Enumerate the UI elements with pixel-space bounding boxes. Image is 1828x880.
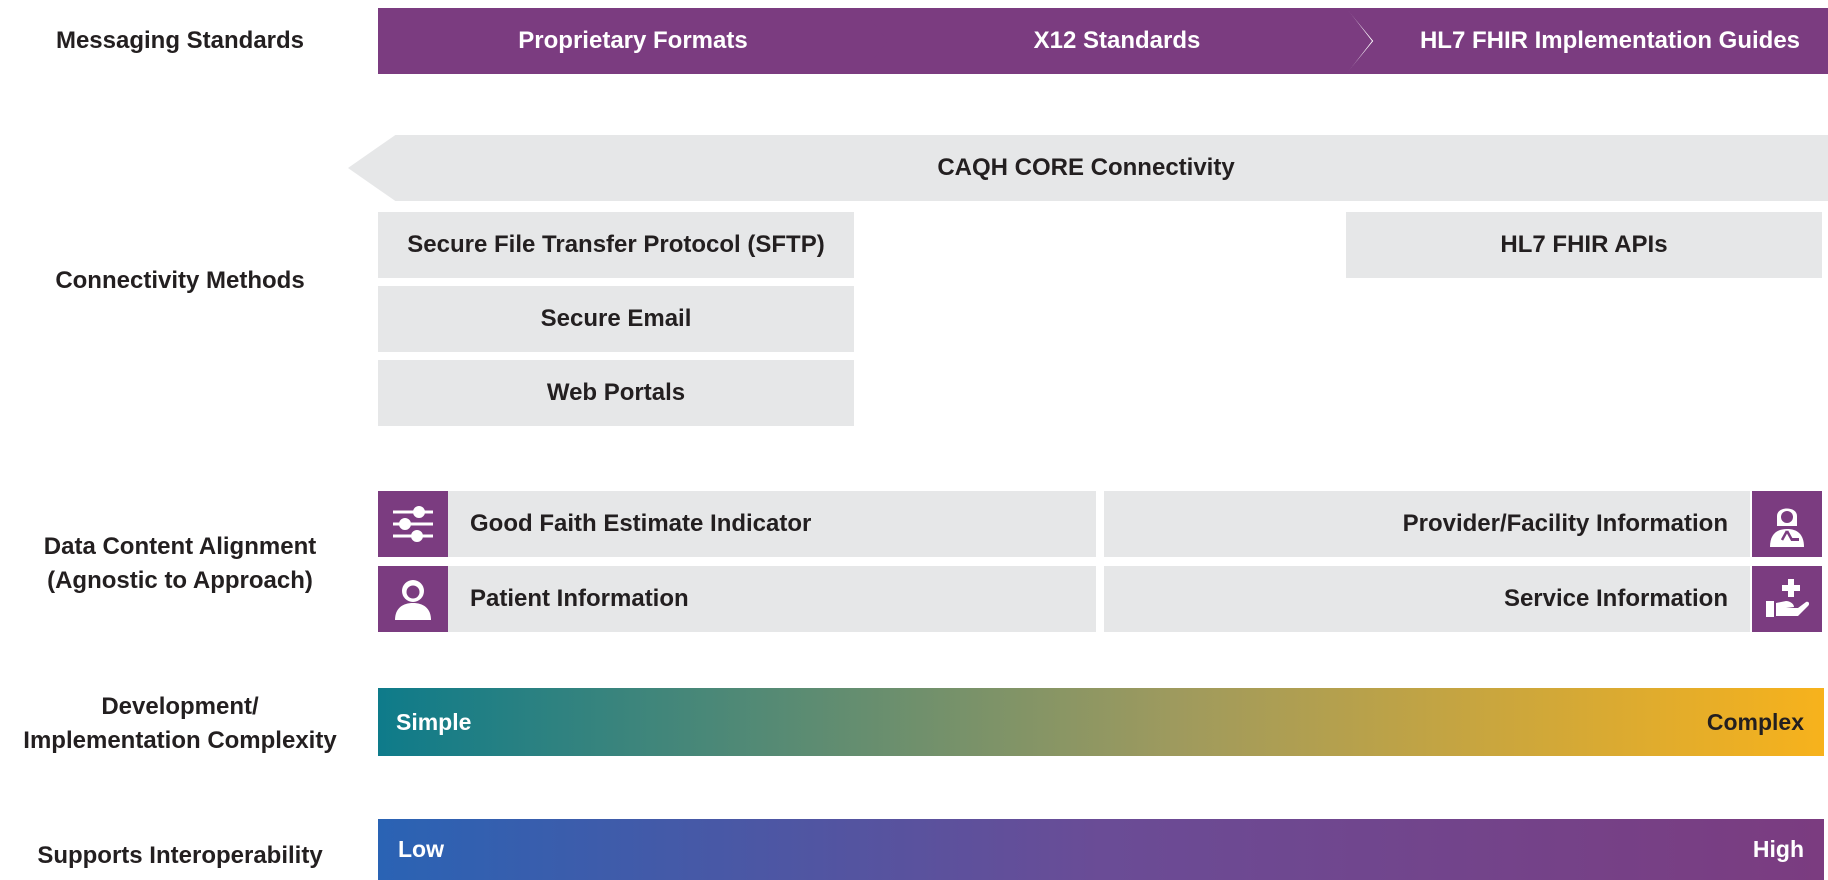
row-label-complexity: Development/ Implementation Complexity <box>0 690 360 758</box>
complexity-simple-label: Simple <box>396 708 472 735</box>
row-label-messaging-standards: Messaging Standards <box>55 27 305 54</box>
chevron-proprietary-formats: Proprietary Formats <box>378 8 906 74</box>
chevron-hl7-fhir-implementation-guides-label: HL7 FHIR Implementation Guides <box>1419 27 1801 54</box>
data-good-faith-estimate-indicator: Good Faith Estimate Indicator <box>448 491 1096 557</box>
interoperability-low-label: Low <box>398 836 444 862</box>
hand-plus-icon <box>1752 566 1822 632</box>
doctor-icon <box>1752 491 1822 557</box>
method-sftp: Secure File Transfer Protocol (SFTP) <box>378 212 854 278</box>
patient-icon <box>378 566 448 632</box>
row-label-data-content-line2: (Agnostic to Approach) <box>47 567 313 594</box>
chevron-x12-standards: X12 Standards <box>862 8 1372 74</box>
data-patient-information-label: Patient Information <box>470 585 689 612</box>
method-sftp-label: Secure File Transfer Protocol (SFTP) <box>407 231 825 258</box>
row-label-complexity-line2: Implementation Complexity <box>23 727 337 754</box>
data-provider-facility-information: Provider/Facility Information <box>1104 491 1750 557</box>
caqh-core-connectivity-label: CAQH CORE Connectivity <box>937 154 1235 181</box>
row-label-data-content-alignment: Data Content Alignment (Agnostic to Appr… <box>0 530 360 598</box>
method-hl7-fhir-apis: HL7 FHIR APIs <box>1346 212 1822 278</box>
method-hl7-fhir-apis-label: HL7 FHIR APIs <box>1500 231 1668 258</box>
row-label-data-content-line1: Data Content Alignment <box>43 533 317 560</box>
chevron-hl7-fhir-implementation-guides: HL7 FHIR Implementation Guides <box>1346 8 1828 74</box>
chevron-x12-standards-label: X12 Standards <box>1033 27 1201 54</box>
data-patient-information: Patient Information <box>448 566 1096 632</box>
method-secure-email-label: Secure Email <box>540 305 692 332</box>
row-label-connectivity-methods: Connectivity Methods <box>55 267 305 294</box>
complexity-gradient-bar: Simple Complex <box>378 688 1824 756</box>
interoperability-high-label: High <box>1752 836 1804 862</box>
method-web-portals-label: Web Portals <box>546 379 686 406</box>
method-secure-email: Secure Email <box>378 286 854 352</box>
method-web-portals: Web Portals <box>378 360 854 426</box>
data-service-information-label: Service Information <box>1503 585 1728 612</box>
data-provider-facility-information-label: Provider/Facility Information <box>1402 510 1728 537</box>
caqh-core-connectivity-banner: CAQH CORE Connectivity <box>348 135 1828 201</box>
data-service-information: Service Information <box>1104 566 1750 632</box>
data-good-faith-estimate-indicator-label: Good Faith Estimate Indicator <box>470 510 812 537</box>
interoperability-gradient-bar: Low High <box>378 819 1824 880</box>
sliders-icon <box>378 491 448 557</box>
complexity-complex-label: Complex <box>1706 708 1804 735</box>
row-label-supports-interoperability: Supports Interoperability <box>37 842 323 869</box>
row-label-complexity-line1: Development/ <box>101 693 259 720</box>
chevron-proprietary-formats-label: Proprietary Formats <box>518 27 748 54</box>
